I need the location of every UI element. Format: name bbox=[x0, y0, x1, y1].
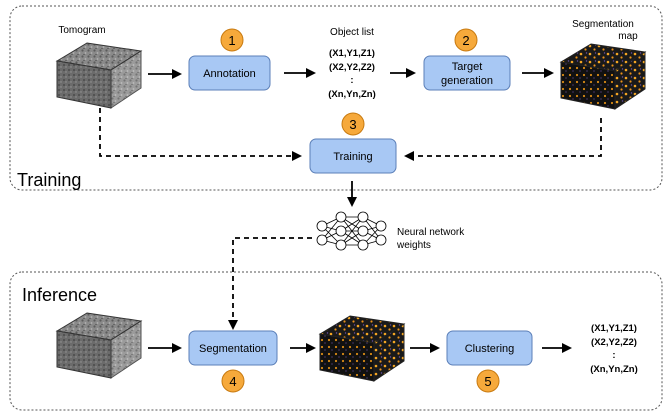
output-coord-row-4: (Xn,Yn,Zn) bbox=[590, 364, 638, 375]
target-generation-number-badge bbox=[454, 28, 478, 52]
segmentation-output-cube bbox=[319, 315, 405, 382]
output-coord-row-3: : bbox=[612, 350, 615, 361]
inference-panel bbox=[9, 271, 663, 411]
clustering-step: Clustering 5 bbox=[446, 330, 533, 393]
tomogram-cube-inference bbox=[56, 312, 142, 379]
clustering-number: 5 bbox=[484, 374, 491, 389]
clustering-box bbox=[446, 330, 533, 366]
segmentation-step: Segmentation 4 bbox=[188, 330, 278, 393]
segmentation-number: 4 bbox=[229, 374, 236, 389]
tomogram-cube-training bbox=[56, 42, 142, 109]
coord-row-4: (Xn,Yn,Zn) bbox=[328, 89, 376, 100]
annotation-number-badge bbox=[220, 28, 244, 52]
target-generation-box bbox=[423, 55, 511, 91]
training-number-badge bbox=[341, 112, 365, 136]
training-label: Training bbox=[333, 151, 372, 163]
target-generation-number: 2 bbox=[462, 33, 469, 48]
segmentation-map-label-line1: Segmentation bbox=[572, 19, 634, 30]
neural-network-label-line1: Neural network bbox=[397, 227, 465, 238]
annotation-box bbox=[188, 55, 271, 91]
neural-network-label-line2: weights bbox=[396, 240, 431, 251]
segmentation-label: Segmentation bbox=[199, 343, 267, 355]
segmentation-map-label-line2: map bbox=[618, 31, 638, 42]
coord-row-3: : bbox=[350, 75, 353, 86]
training-panel-title: Training bbox=[17, 170, 81, 190]
training-number: 3 bbox=[349, 117, 356, 132]
training-box bbox=[309, 138, 397, 174]
target-generation-label-line1: Target bbox=[452, 61, 483, 73]
coord-row-1: (X1,Y1,Z1) bbox=[329, 48, 375, 59]
segmentation-box bbox=[188, 330, 278, 366]
object-list-coordinates: (X1,Y1,Z1) (X2,Y2,Z2) : (Xn,Yn,Zn) bbox=[328, 48, 376, 100]
target-generation-step: Target generation 2 bbox=[423, 28, 511, 91]
output-coordinates: (X1,Y1,Z1) (X2,Y2,Z2) : (Xn,Yn,Zn) bbox=[590, 323, 638, 375]
dashed-arrow-network-to-segmentation bbox=[228, 237, 312, 330]
output-coord-row-1: (X1,Y1,Z1) bbox=[591, 323, 637, 334]
inference-panel-title: Inference bbox=[22, 285, 97, 305]
clustering-number-badge bbox=[476, 369, 500, 393]
dashed-arrow-tomogram-to-training bbox=[99, 108, 302, 161]
output-coord-row-2: (X2,Y2,Z2) bbox=[591, 337, 637, 348]
segmentation-map-cube bbox=[560, 43, 646, 110]
training-step: Training 3 bbox=[309, 112, 397, 174]
object-list-label: Object list bbox=[330, 27, 374, 38]
segmentation-number-badge bbox=[221, 369, 245, 393]
annotation-label: Annotation bbox=[203, 68, 256, 80]
clustering-label: Clustering bbox=[465, 343, 515, 355]
dashed-arrow-segmentation-map-to-training bbox=[404, 118, 602, 161]
annotation-number: 1 bbox=[228, 33, 235, 48]
coord-row-2: (X2,Y2,Z2) bbox=[329, 62, 375, 73]
tomogram-label: Tomogram bbox=[58, 25, 105, 36]
neural-network-icon bbox=[316, 211, 387, 251]
annotation-step: Annotation 1 bbox=[188, 28, 271, 91]
training-panel bbox=[9, 5, 663, 191]
target-generation-label-line2: generation bbox=[441, 75, 493, 87]
